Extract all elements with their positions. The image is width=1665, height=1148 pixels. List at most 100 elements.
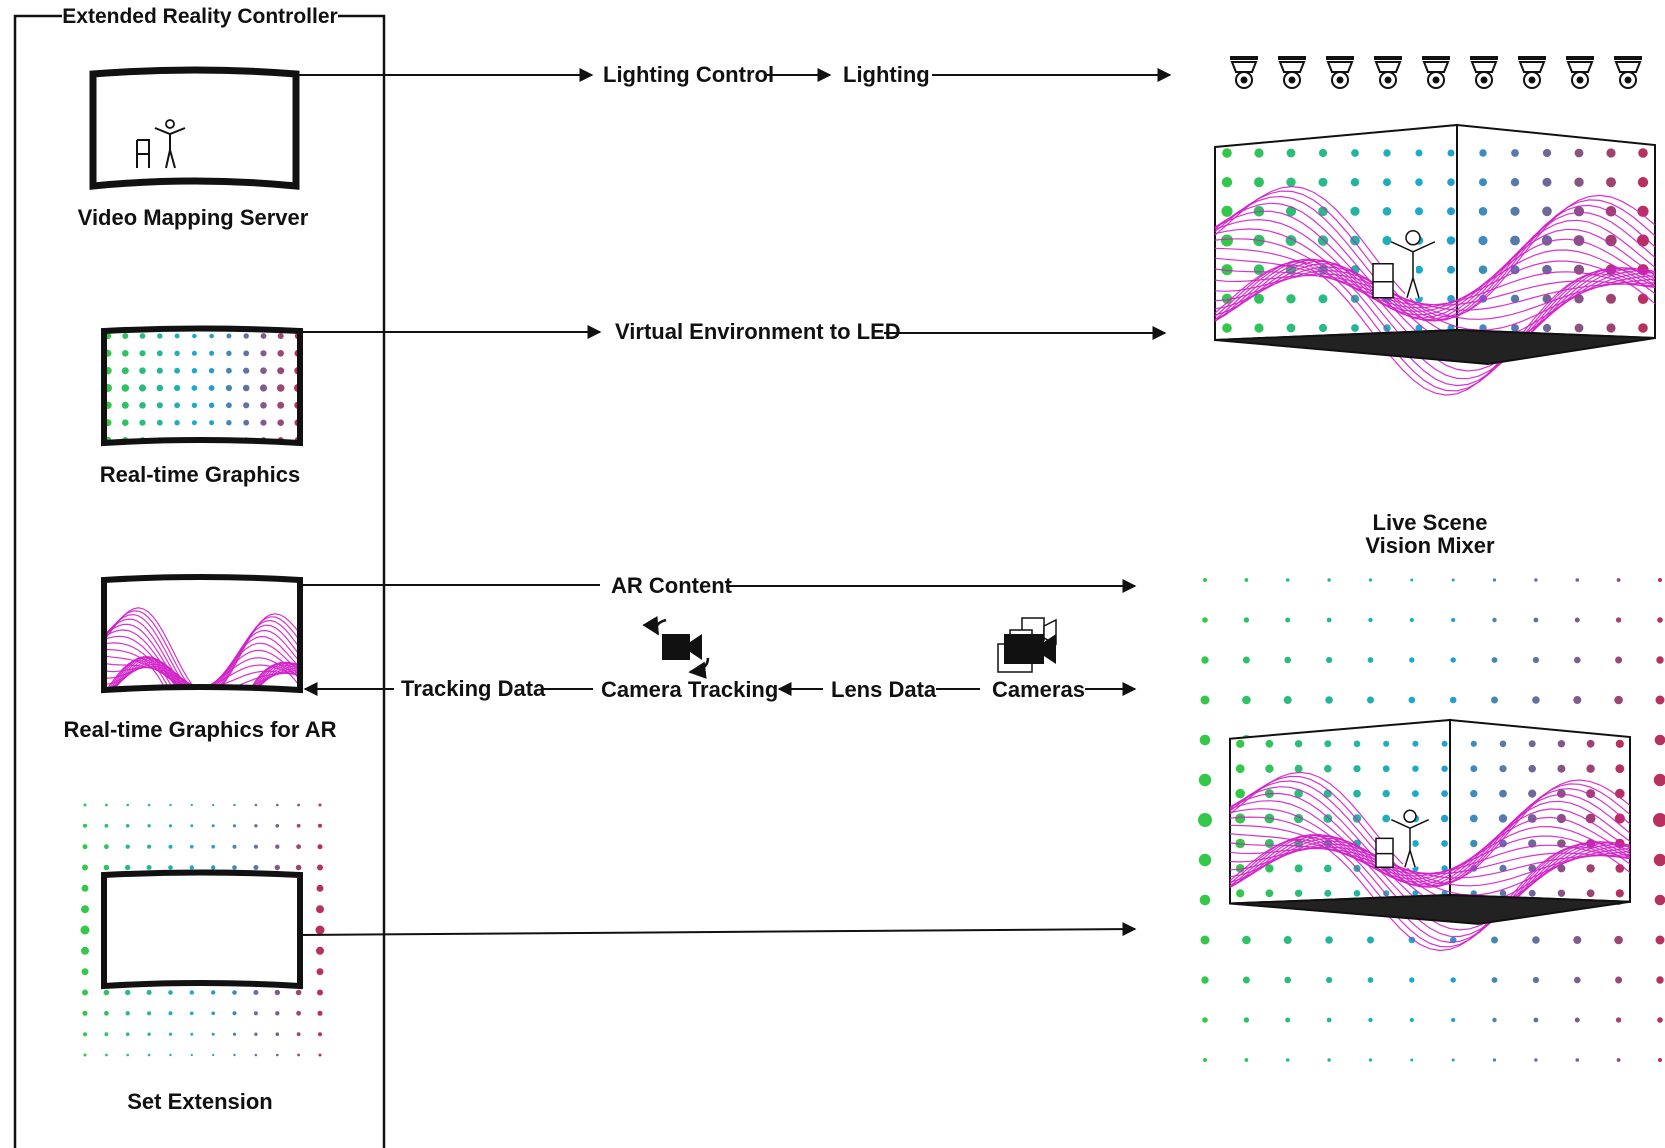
dot [1351,324,1359,332]
dot [1469,814,1478,823]
dot [1265,889,1274,898]
controller-panel: Extended Reality Controller [13,5,386,1148]
set-extension-graphic [80,803,325,1057]
dot [317,989,323,996]
dot [1242,656,1250,664]
dot [1542,264,1552,275]
dot [1326,1017,1332,1023]
wave-line [104,629,300,690]
dot [317,1010,323,1016]
dot [103,989,110,996]
dot [1324,764,1332,773]
dot [1350,206,1360,216]
dot [1412,890,1419,897]
dot [1533,1017,1539,1023]
lighting-label: Lighting [843,62,930,87]
dot [1327,578,1331,582]
dot [1574,1017,1580,1023]
dot [1451,1058,1455,1062]
wave-line [1214,228,1656,316]
dot [1318,323,1328,333]
dot [126,1053,129,1057]
camera-tracking-label: Camera Tracking [601,677,778,702]
dot [168,990,173,995]
dot [209,420,215,426]
dot [274,864,280,871]
dot [156,384,164,392]
dot [1198,853,1212,867]
dot [147,844,152,849]
wave-line [1229,786,1631,888]
dot [1657,1017,1663,1023]
dot [1653,813,1665,827]
dot [277,401,285,409]
dot [275,824,280,828]
wave-line [104,623,300,690]
dot [1615,656,1623,664]
wave-line [1214,210,1656,321]
dot [211,1011,215,1016]
dot [168,844,173,849]
dot [1222,323,1232,333]
dot [1383,324,1391,332]
dot [126,803,129,807]
dot [296,1010,301,1016]
dot [81,946,89,955]
stage-light-icon [1230,56,1258,89]
dot [147,824,151,828]
dot [1325,936,1333,944]
dot [1542,148,1552,158]
cameras-label: Cameras [992,677,1085,702]
dot [1574,148,1584,158]
wave-line [1229,808,1631,883]
dot [1264,839,1274,848]
dot [296,844,301,850]
dot [1353,789,1361,798]
dot [253,844,258,849]
dot [1253,264,1265,276]
dot [260,333,267,339]
dot [254,1032,258,1036]
wave-line [1229,833,1631,938]
realtime-graphics-ar-label: Real-time Graphics for AR [63,717,336,742]
dot [105,803,108,807]
dot [125,844,130,849]
dot [316,884,324,892]
dot [1318,177,1328,187]
dot [1221,264,1233,276]
dot [318,803,322,807]
stage-light-icon [1278,56,1306,89]
dot [1198,813,1212,827]
dot [1367,696,1374,704]
dot [1528,889,1536,897]
wave-line [1229,800,1631,886]
dot [1478,207,1488,216]
dot [190,1011,194,1016]
wave-line [1214,258,1656,380]
dot [1254,293,1264,304]
dot [1368,1017,1373,1023]
dot [317,864,323,871]
dot [1615,864,1625,873]
dot [1221,205,1233,217]
dot [295,864,302,871]
led-volume [1229,718,1631,952]
dot [1242,935,1251,945]
dot [1244,578,1249,582]
dot [1382,814,1391,823]
dot [82,1010,88,1016]
wave-line [104,656,300,690]
dot [1235,764,1245,774]
dot [1286,177,1296,187]
dot [1294,740,1303,748]
dot [190,824,194,828]
dot [1285,578,1290,582]
person-icon [1390,809,1430,868]
dot [274,989,280,996]
dot [1528,740,1536,748]
dot [1449,696,1457,704]
dot [125,864,131,871]
vision-mixer-label: Vision Mixer [1365,533,1495,558]
dot [1614,813,1625,824]
dot-grid-graphic [104,332,300,443]
